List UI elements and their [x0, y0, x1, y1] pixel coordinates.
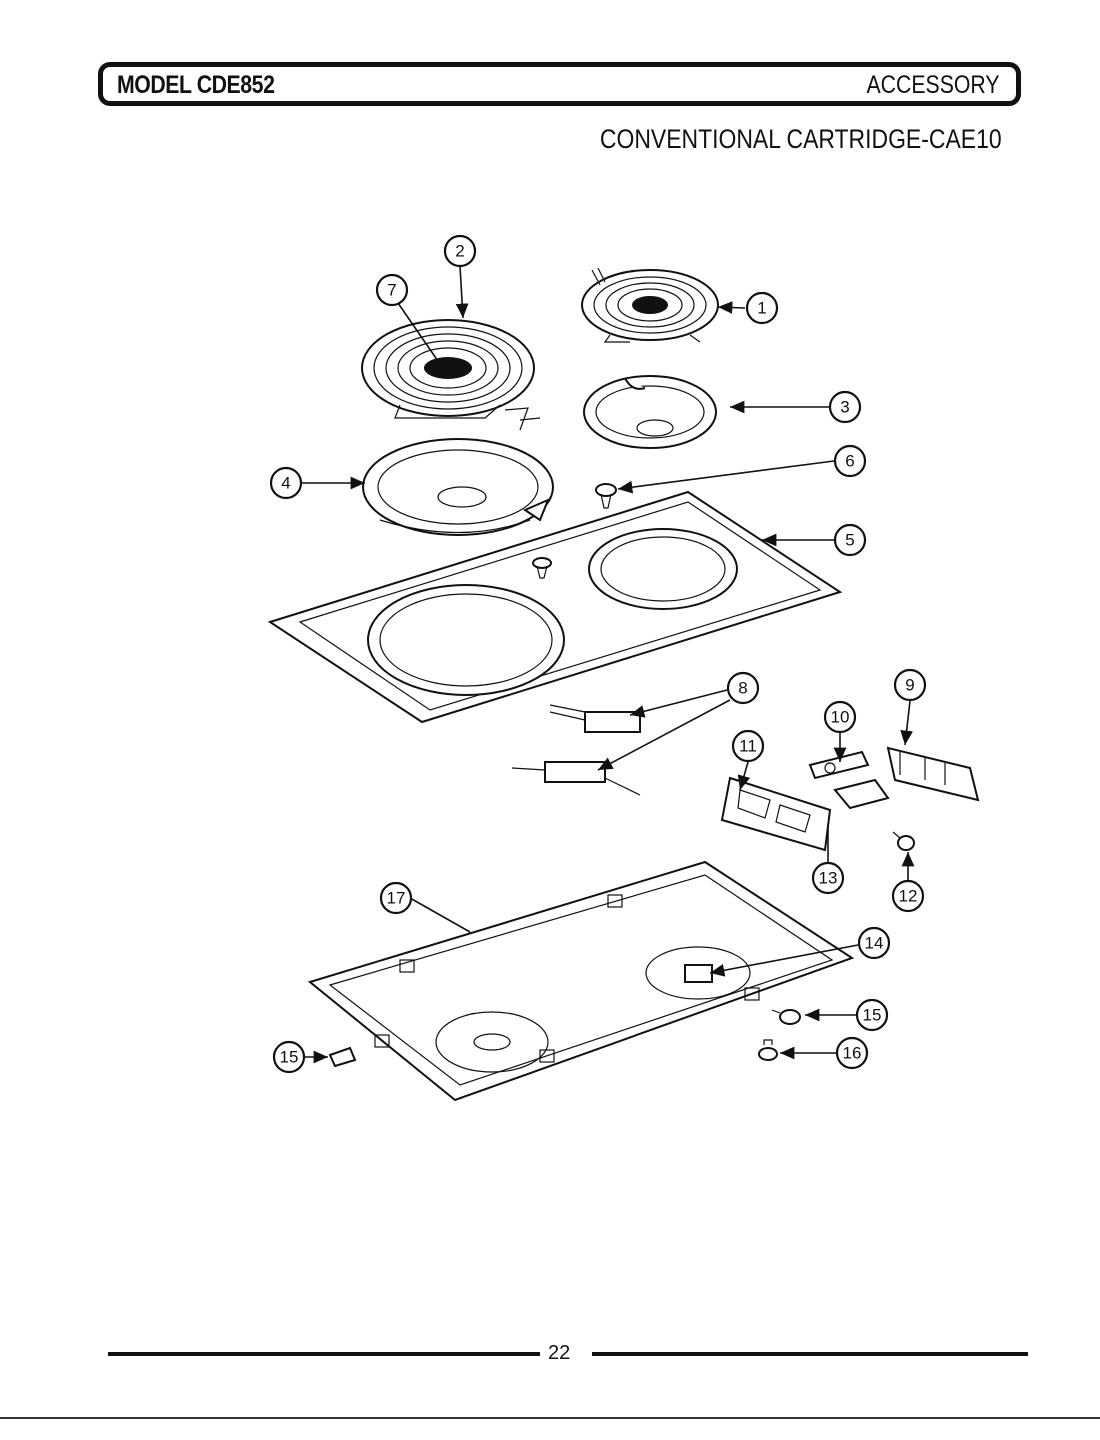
cooktop-frame	[267, 490, 843, 724]
callout-15-right: 15	[855, 998, 889, 1032]
svg-text:2: 2	[455, 242, 464, 261]
svg-text:15: 15	[863, 1006, 882, 1025]
small-surface-element	[581, 267, 719, 343]
callout-4: 4	[269, 466, 303, 500]
callout-5: 5	[833, 523, 867, 557]
svg-text:1: 1	[757, 299, 766, 318]
screw-15-left	[328, 1046, 357, 1068]
svg-text:4: 4	[281, 474, 290, 493]
screw-6	[595, 483, 617, 509]
callout-1: 1	[745, 291, 779, 325]
footer-rule-left	[108, 1352, 540, 1356]
svg-text:11: 11	[739, 737, 757, 756]
bottom-pan	[307, 860, 855, 1102]
large-surface-element	[361, 319, 541, 431]
svg-text:13: 13	[819, 869, 838, 888]
callout-6: 6	[833, 444, 867, 478]
svg-text:15: 15	[280, 1048, 299, 1067]
svg-text:10: 10	[831, 708, 850, 727]
large-drip-bowl	[362, 438, 554, 536]
callout-9: 9	[893, 668, 927, 702]
callout-7: 7	[375, 273, 409, 307]
svg-text:12: 12	[899, 887, 918, 906]
callout-10: 10	[823, 700, 857, 734]
small-drip-bowl	[583, 375, 717, 449]
callout-15-left: 15	[272, 1040, 306, 1074]
svg-text:8: 8	[738, 679, 747, 698]
callout-3: 3	[828, 390, 862, 424]
svg-text:3: 3	[840, 398, 849, 417]
svg-text:16: 16	[843, 1044, 862, 1063]
screw-15-right	[771, 1009, 801, 1025]
svg-text:6: 6	[845, 452, 854, 471]
svg-text:17: 17	[387, 889, 406, 908]
callout-11: 11	[731, 729, 765, 763]
callout-14: 14	[857, 926, 891, 960]
footer-rule-right	[592, 1352, 1028, 1356]
callout-8: 8	[726, 671, 760, 705]
callout-17: 17	[379, 881, 413, 915]
terminal-blocks	[511, 704, 641, 796]
diagram-subtitle: CONVENTIONAL CARTRIDGE-CAE10	[600, 124, 1002, 154]
screw-12	[892, 831, 915, 851]
svg-text:7: 7	[387, 281, 396, 300]
svg-text:14: 14	[865, 934, 884, 953]
page-bottom-rule	[0, 1417, 1100, 1419]
receptacle-11	[720, 776, 832, 852]
bracket-9	[886, 746, 980, 802]
svg-text:5: 5	[845, 531, 854, 550]
callout-2: 2	[443, 234, 477, 268]
clip-10	[808, 750, 890, 810]
leader-lines	[301, 265, 915, 1064]
section-label: ACCESSORY	[866, 71, 1000, 99]
screw-16	[758, 1039, 778, 1061]
callout-16: 16	[835, 1036, 869, 1070]
callout-12: 12	[891, 879, 925, 913]
header-box: MODEL CDE852 ACCESSORY	[98, 62, 1021, 106]
callout-13: 13	[811, 861, 845, 895]
svg-text:9: 9	[905, 676, 914, 695]
page-number: 22	[548, 1342, 571, 1364]
model-title: MODEL CDE852	[117, 71, 275, 99]
